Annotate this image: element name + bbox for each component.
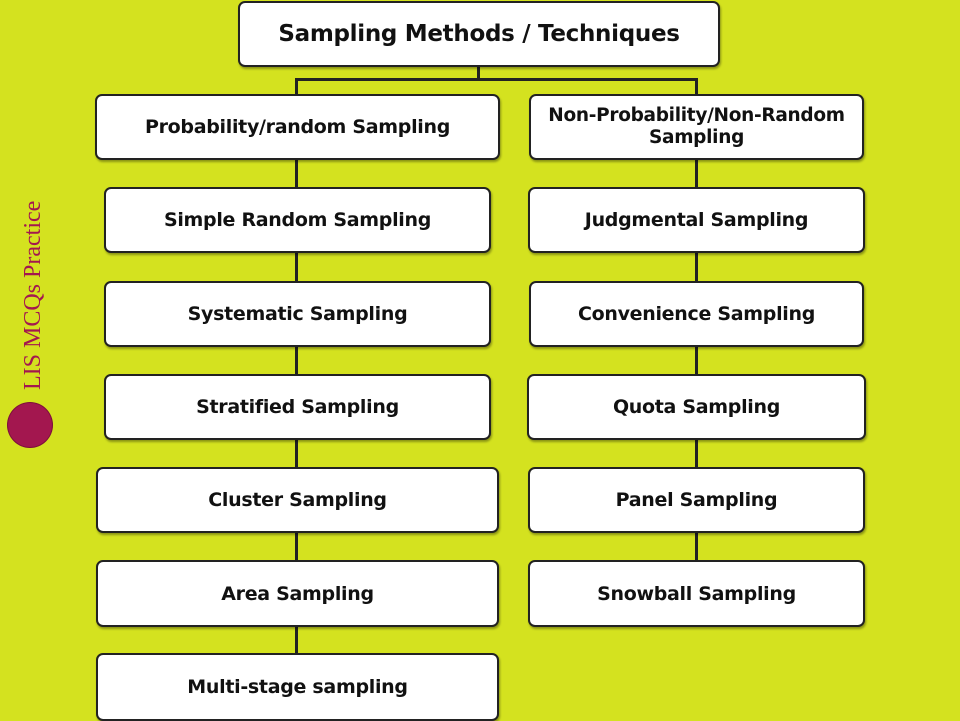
area-sampling-node: Area Sampling <box>96 560 499 627</box>
watermark-text-label: LIS MCQs Practice <box>20 201 46 390</box>
probability-sampling-label: Probability/random Sampling <box>144 116 451 138</box>
simple-random-sampling-node: Simple Random Sampling <box>104 187 491 253</box>
non-probability-sampling-label-line1: Non-Probability/Non-Random <box>548 105 845 126</box>
non-probability-sampling-label-line2: Sampling <box>648 127 745 148</box>
panel-sampling-label: Panel Sampling <box>615 489 778 511</box>
root-node: Sampling Methods / Techniques <box>238 1 720 67</box>
branch-horizontal-connector <box>295 78 698 81</box>
right-branch-drop-connector <box>695 78 698 94</box>
snowball-sampling-node: Snowball Sampling <box>528 560 865 627</box>
area-sampling-label: Area Sampling <box>221 582 374 605</box>
quota-sampling-node: Quota Sampling <box>527 374 866 440</box>
judgmental-sampling-node: Judgmental Sampling <box>528 187 865 253</box>
snowball-sampling-label: Snowball Sampling <box>597 582 796 605</box>
left-branch-drop-connector <box>295 78 298 94</box>
convenience-sampling-label: Convenience Sampling <box>577 303 816 325</box>
systematic-sampling-node: Systematic Sampling <box>104 281 491 347</box>
systematic-sampling-label: Systematic Sampling <box>187 303 408 325</box>
cluster-sampling-node: Cluster Sampling <box>96 467 499 533</box>
root-node-label: Sampling Methods / Techniques <box>278 21 680 47</box>
judgmental-sampling-label: Judgmental Sampling <box>584 209 809 231</box>
non-probability-sampling-node: Non-Probability/Non-Random Sampling <box>529 94 864 160</box>
multi-stage-sampling-node: Multi-stage sampling <box>96 653 499 721</box>
simple-random-sampling-label: Simple Random Sampling <box>163 209 432 231</box>
stratified-sampling-label: Stratified Sampling <box>196 396 399 418</box>
root-trunk-connector <box>477 67 480 80</box>
convenience-sampling-node: Convenience Sampling <box>529 281 864 347</box>
panel-sampling-node: Panel Sampling <box>528 467 865 533</box>
right-column-spine-connector <box>695 158 698 563</box>
watermark-text: LIS MCQs Practice <box>6 200 54 390</box>
multi-stage-sampling-label: Multi-stage sampling <box>187 676 408 698</box>
probability-sampling-node: Probability/random Sampling <box>95 94 500 160</box>
logo-seal <box>8 403 52 447</box>
watermark: LIS MCQs Practice <box>6 200 56 450</box>
cluster-sampling-label: Cluster Sampling <box>208 489 387 511</box>
stratified-sampling-node: Stratified Sampling <box>104 374 491 440</box>
quota-sampling-label: Quota Sampling <box>612 396 781 418</box>
